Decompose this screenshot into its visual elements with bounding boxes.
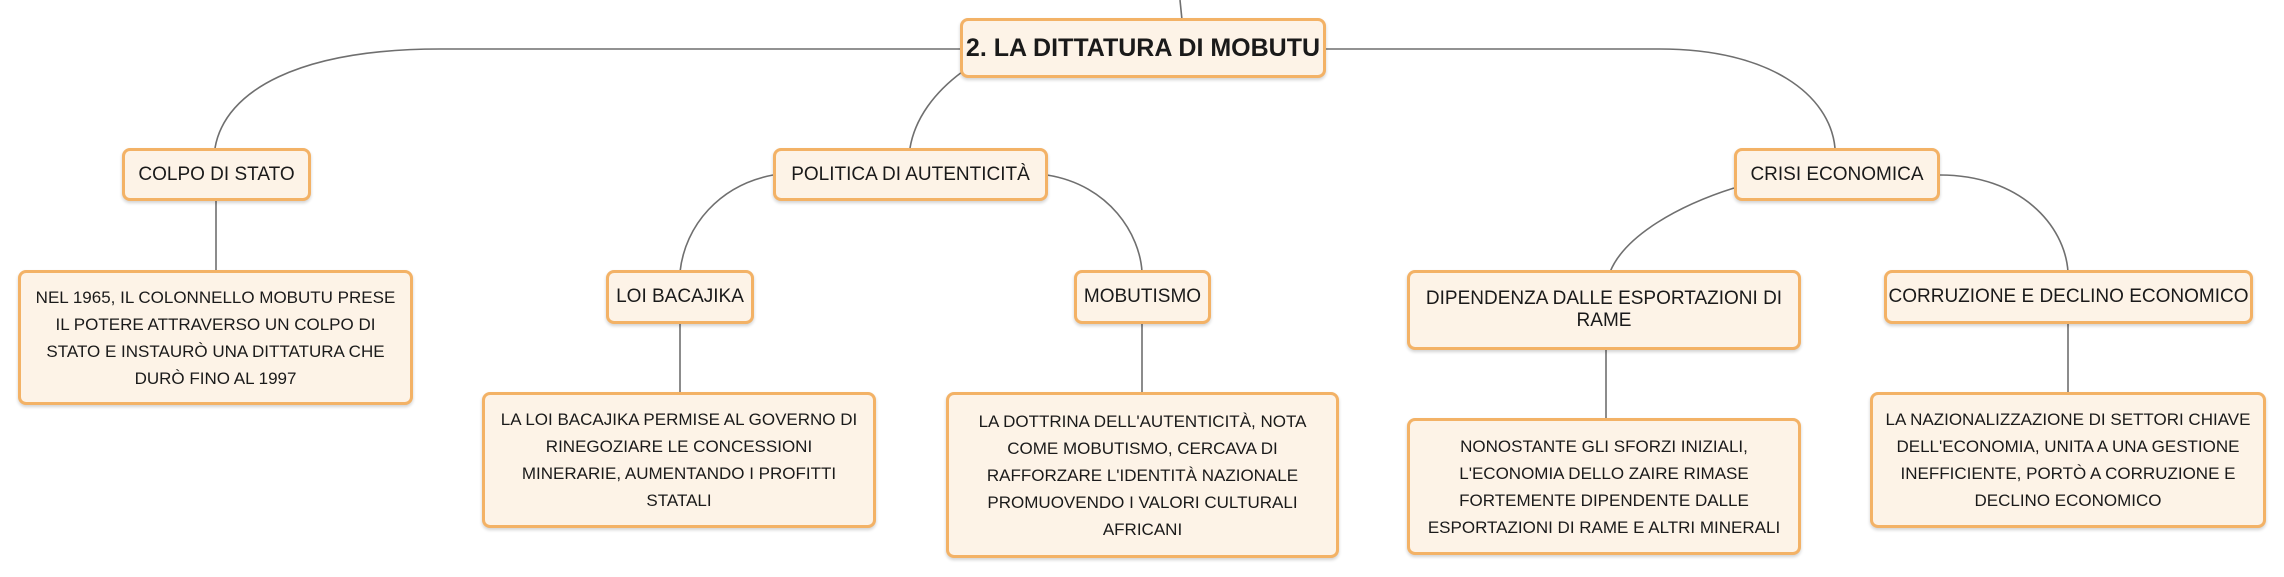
subtopic-label: LOI BACAJIKA	[616, 286, 744, 307]
connector-crisi-dipendenza	[1609, 187, 1735, 273]
subtopic-mobutismo[interactable]: MOBUTISMO	[1074, 270, 1211, 324]
root-topic-label: 2. LA DITTATURA DI MOBUTU	[965, 33, 1321, 62]
connector-root-politica	[909, 71, 963, 149]
connector-politica-mobutismo	[1046, 174, 1143, 273]
connector-root-crisi	[1325, 48, 1836, 149]
detail-text: LA DOTTRINA DELL'AUTENTICITÀ, NOTA COME …	[978, 411, 1307, 539]
connector-root-colpo	[214, 48, 960, 149]
root-topic[interactable]: 2. LA DITTATURA DI MOBUTU	[960, 18, 1326, 78]
branch-label: CRISI ECONOMICA	[1750, 163, 1924, 185]
branch-politica-di-autenticita[interactable]: POLITICA DI AUTENTICITÀ	[773, 148, 1048, 201]
subtopic-loi-bacajika[interactable]: LOI BACAJIKA	[606, 270, 754, 324]
detail-colpo-di-stato[interactable]: NEL 1965, IL COLONNELLO MOBUTU PRESE IL …	[18, 270, 413, 405]
connector-crisi-corruzione	[1939, 174, 2069, 273]
subtopic-label: MOBUTISMO	[1083, 286, 1202, 307]
detail-dipendenza-esportazioni[interactable]: NONOSTANTE GLI SFORZI INIZIALI, L'ECONOM…	[1407, 418, 1801, 555]
subtopic-label: CORRUZIONE E DECLINO ECONOMICO	[1888, 286, 2249, 307]
branch-label: POLITICA DI AUTENTICITÀ	[791, 163, 1030, 185]
branch-crisi-economica[interactable]: CRISI ECONOMICA	[1734, 148, 1940, 201]
connector-politica-loi	[679, 174, 774, 273]
subtopic-label: DIPENDENZA DALLE ESPORTAZIONI DI RAME	[1425, 288, 1783, 331]
detail-text: NONOSTANTE GLI SFORZI INIZIALI, L'ECONOM…	[1427, 436, 1781, 537]
detail-text: LA NAZIONALIZZAZIONE DI SETTORI CHIAVE D…	[1885, 410, 2251, 510]
detail-text: NEL 1965, IL COLONNELLO MOBUTU PRESE IL …	[35, 287, 396, 388]
branch-colpo-di-stato[interactable]: COLPO DI STATO	[122, 148, 311, 201]
detail-corruzione-declino[interactable]: LA NAZIONALIZZAZIONE DI SETTORI CHIAVE D…	[1870, 392, 2266, 528]
subtopic-dipendenza-esportazioni[interactable]: DIPENDENZA DALLE ESPORTAZIONI DI RAME	[1407, 270, 1801, 350]
connector-top-stub	[1179, 0, 1183, 21]
branch-label: COLPO DI STATO	[138, 163, 295, 185]
detail-mobutismo[interactable]: LA DOTTRINA DELL'AUTENTICITÀ, NOTA COME …	[946, 392, 1339, 558]
detail-text: LA LOI BACAJIKA PERMISE AL GOVERNO DI RI…	[500, 410, 858, 510]
subtopic-corruzione-declino[interactable]: CORRUZIONE E DECLINO ECONOMICO	[1884, 270, 2253, 324]
detail-loi-bacajika[interactable]: LA LOI BACAJIKA PERMISE AL GOVERNO DI RI…	[482, 392, 876, 528]
